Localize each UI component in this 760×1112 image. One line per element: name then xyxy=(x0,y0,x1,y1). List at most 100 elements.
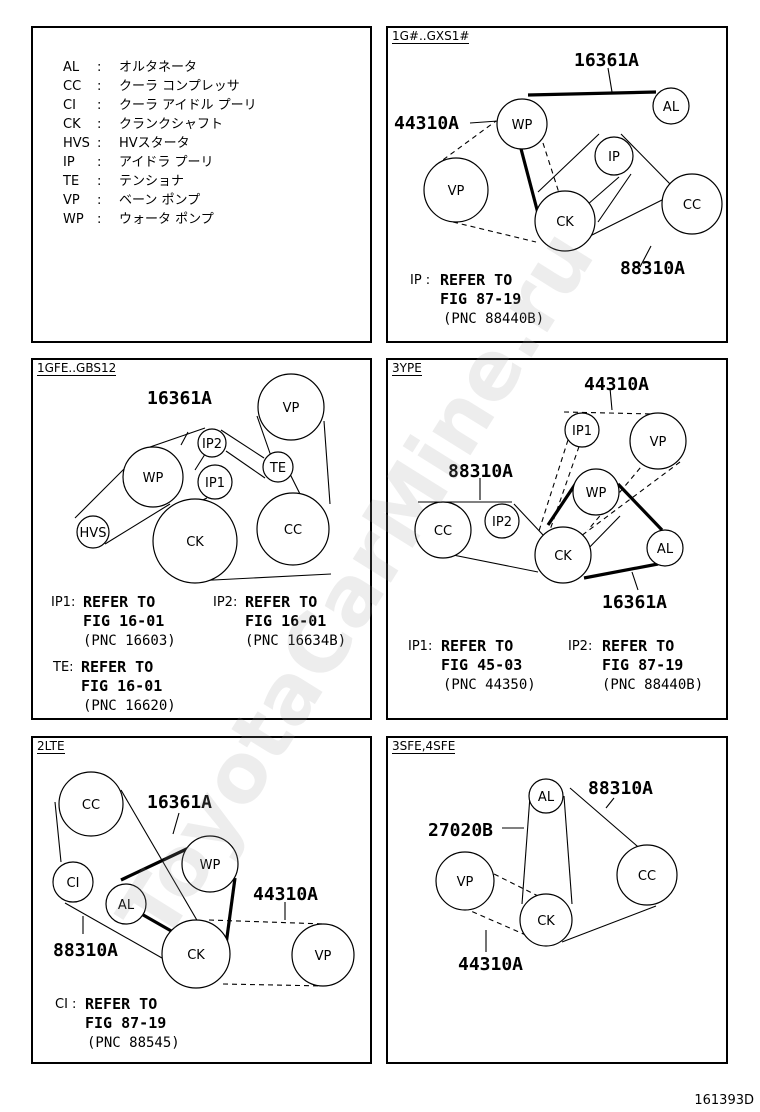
part-leader-line xyxy=(180,431,189,446)
belt-16361a-segment xyxy=(225,450,266,479)
engine-tag: 2LTE xyxy=(37,739,65,754)
belt-16361a-segment xyxy=(149,427,206,448)
pulley-al xyxy=(652,87,690,125)
pulley-label: IP2 xyxy=(492,515,512,530)
panel-2lte: 2LTE CC CI AL WP CK VP 16361A 44310A 883… xyxy=(31,736,372,1064)
note-pnc: (PNC 88545) xyxy=(87,1035,180,1051)
pulley-label: TE xyxy=(269,461,286,476)
pulley-label: WP xyxy=(143,471,164,486)
pulley-label: CK xyxy=(537,914,555,929)
belt-44310a-segment xyxy=(452,221,537,243)
note-fig: FIG 87-19 xyxy=(85,1014,166,1032)
belt-16361a-segment xyxy=(104,503,171,545)
part-number: 16361A xyxy=(602,592,667,613)
belt-27020b-segment xyxy=(521,795,531,905)
note-key: TE: xyxy=(52,660,74,675)
pulley-label: CC xyxy=(82,798,100,813)
part-number: 27020B xyxy=(428,820,493,841)
pulley-label: HVS xyxy=(80,526,107,541)
note-pnc: (PNC 88440B) xyxy=(602,677,703,693)
note-fig: FIG 87-19 xyxy=(602,656,683,674)
belt-diagram: HVS WP IP2 IP1 TE VP CC CK 16361A IP1: R… xyxy=(51,373,346,714)
legend-name: ウォータ ポンプ xyxy=(119,212,214,227)
note-key: IP : xyxy=(410,273,430,288)
belt-16361a-segment xyxy=(323,420,331,505)
legend-name: オルタネータ xyxy=(119,60,197,75)
pulley-label: VP xyxy=(315,949,332,964)
pulley-label: IP1 xyxy=(205,476,225,491)
pulley-wp xyxy=(496,98,548,150)
pulley-te xyxy=(262,451,294,483)
pulley-label: CK xyxy=(556,215,574,230)
part-number: 16361A xyxy=(574,50,639,71)
legend-name: ベーン ポンプ xyxy=(119,193,200,208)
legend-abbr: VP xyxy=(63,193,80,208)
pulley-ip1 xyxy=(197,464,233,500)
pulley-label: CC xyxy=(284,523,302,538)
pulley-wp xyxy=(122,446,184,508)
belt-88310a-segment xyxy=(586,176,620,206)
belt-88310a-segment xyxy=(120,789,206,935)
legend-abbr: IP xyxy=(63,155,75,170)
legend-name: アイドラ プーリ xyxy=(119,155,213,170)
pulley-label: AL xyxy=(538,790,555,805)
belt-88310a-segment xyxy=(64,902,170,963)
legend-sep: : xyxy=(97,212,101,227)
note-key: IP2: xyxy=(213,595,237,610)
pulley-ck xyxy=(534,526,592,584)
part-number: 16361A xyxy=(147,388,212,409)
belt-44310a-segment xyxy=(537,439,569,535)
legend-sep: : xyxy=(97,60,101,75)
belt-16361a-segment xyxy=(220,429,265,459)
legend-name: テンショナ xyxy=(119,174,184,189)
note-fig: FIG 87-19 xyxy=(440,290,521,308)
note-key: IP1: xyxy=(408,639,432,654)
pulley-al xyxy=(105,883,147,925)
note-fig: FIG 16-01 xyxy=(83,612,164,630)
part-number: 88310A xyxy=(448,461,513,482)
pulley-label: CK xyxy=(187,948,205,963)
legend-panel: AL : オルタネータ CC : クーラ コンプレッサ CI : クーラ アイド… xyxy=(31,26,372,343)
pulley-ip xyxy=(594,136,634,176)
part-number: 16361A xyxy=(147,792,212,813)
belt-88310a-segment xyxy=(513,503,545,537)
belt-16361a-segment xyxy=(527,90,657,97)
legend-abbr: TE xyxy=(62,174,79,189)
pulley-wp xyxy=(181,835,239,893)
belt-16361a-segment xyxy=(193,573,332,582)
legend-graphic: AL : オルタネータ CC : クーラ コンプレッサ CI : クーラ アイド… xyxy=(62,60,257,227)
pulley-label: IP xyxy=(608,150,620,165)
panel-3sfe-4sfe: 3SFE,4SFE AL VP CK CC 88310A 27020B 4431… xyxy=(386,736,728,1064)
part-leader-line xyxy=(609,387,613,411)
note-pnc: (PNC 44350) xyxy=(443,677,536,693)
note-key: CI : xyxy=(55,997,76,1012)
part-number: 44310A xyxy=(394,113,459,134)
legend-abbr: CK xyxy=(63,117,81,132)
belt-27020b-segment xyxy=(563,795,573,905)
legend-sep: : xyxy=(97,79,101,94)
note-refer: REFER TO xyxy=(441,637,513,655)
pulley-al xyxy=(528,778,564,814)
belt-44310a-segment xyxy=(563,411,654,415)
legend-name: HVスタータ xyxy=(119,136,190,151)
pulley-label: AL xyxy=(657,542,674,557)
pulley-label: AL xyxy=(118,898,135,913)
note-key: IP2: xyxy=(568,639,592,654)
legend-abbr: WP xyxy=(63,212,84,227)
note-key: IP1: xyxy=(51,595,75,610)
pulley-ck xyxy=(519,893,573,947)
part-number: 44310A xyxy=(253,884,318,905)
pulley-wp xyxy=(572,468,620,516)
pulley-ci xyxy=(52,861,94,903)
pulley-vp xyxy=(257,373,325,441)
pulley-vp xyxy=(423,157,489,223)
pulley-label: WP xyxy=(512,118,533,133)
belt-diagram: IP1 VP WP CC IP2 CK AL 44310A 88310A 163… xyxy=(408,374,703,693)
part-number: 88310A xyxy=(53,940,118,961)
belt-88310a-segment xyxy=(54,801,62,863)
note-refer: REFER TO xyxy=(85,995,157,1013)
pulley-cc xyxy=(661,173,723,235)
part-leader-line xyxy=(469,120,499,124)
belt-44310a-segment xyxy=(463,907,529,937)
note-refer: REFER TO xyxy=(245,593,317,611)
